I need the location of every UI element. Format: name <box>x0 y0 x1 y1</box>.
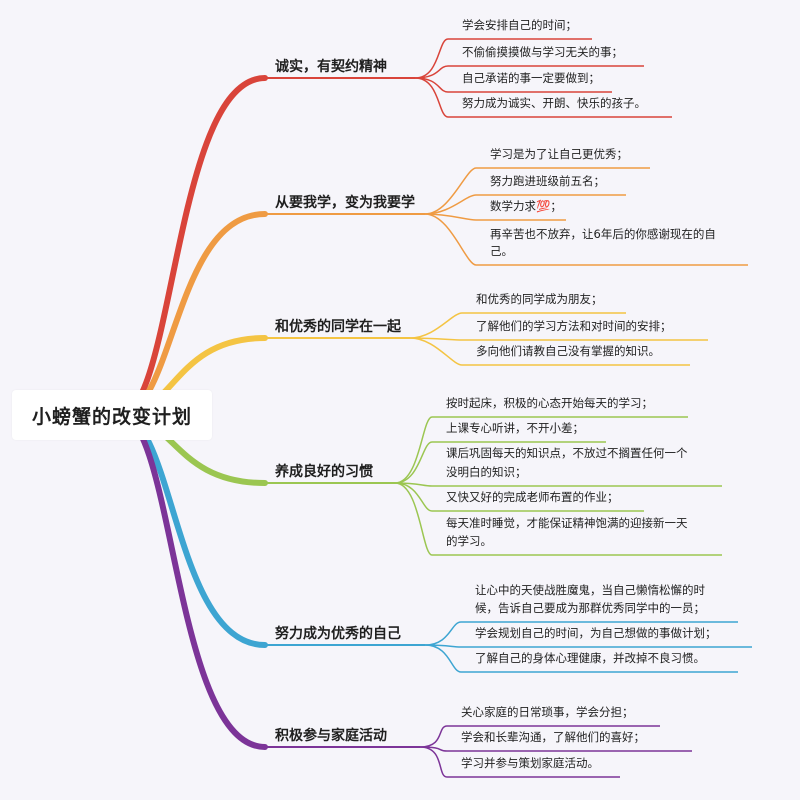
leaf-connector <box>394 416 433 484</box>
leaf-text[interactable]: 了解自己的身体心理健康，并改掉不良习惯。 <box>475 651 705 665</box>
leaf-text[interactable]: 学习是为了让自己更优秀； <box>490 147 628 161</box>
leaf-text[interactable]: 学会安排自己的时间； <box>462 18 577 32</box>
root-title: 小螃蟹的改变计划 <box>31 405 192 428</box>
leaf-text[interactable]: 学习并参与策划家庭活动。 <box>461 756 599 770</box>
leaf-connector <box>424 213 477 221</box>
leaf-connector <box>424 644 462 673</box>
root-node[interactable]: 小螃蟹的改变计划 <box>12 390 212 440</box>
leaf-text[interactable]: 努力跑进班级前五名； <box>490 174 605 188</box>
leaf-connector <box>414 77 449 118</box>
leaf-text[interactable]: 了解他们的学习方法和对时间的安排； <box>476 319 672 333</box>
leaf-connector <box>409 337 463 366</box>
leaf-text[interactable]: 努力成为诚实、开朗、快乐的孩子。 <box>462 96 646 110</box>
leaf-connector <box>419 725 448 748</box>
leaf-text[interactable]: 让心中的天使战胜魔鬼，当自己懒惰松懈的时 <box>475 583 705 597</box>
leaf-text[interactable]: 按时起床，积极的心态开始每天的学习； <box>446 396 653 410</box>
leaf-text[interactable]: 多向他们请教自己没有掌握的知识。 <box>476 344 660 358</box>
leaf-connector <box>414 38 449 79</box>
leaf-text[interactable]: 不偷偷摸摸做与学习无关的事； <box>462 45 623 59</box>
leaf-connector <box>394 482 433 556</box>
leaf-connector <box>424 621 462 646</box>
leaf-text[interactable]: 课后巩固每天的知识点，不放过不搁置任何一个 <box>446 446 688 460</box>
branch-label[interactable]: 从要我学，变为我要学 <box>275 195 415 211</box>
leaf-connector <box>414 77 449 93</box>
leaf-text[interactable]: 和优秀的同学成为朋友； <box>476 292 603 306</box>
branch-connector <box>117 412 268 648</box>
leaf-text[interactable]: 己。 <box>490 244 513 258</box>
branch-label[interactable]: 养成良好的习惯 <box>275 464 373 480</box>
leaf-text[interactable]: 学会和长辈沟通，了解他们的喜好； <box>461 730 645 744</box>
leaf-text[interactable]: 数学力求💯； <box>490 199 562 213</box>
leaf-connector <box>394 441 433 484</box>
leaf-text[interactable]: 又快又好的完成老师布置的作业； <box>446 490 619 504</box>
leaf-text[interactable]: 再辛苦也不放弃，让6年后的你感谢现在的自 <box>490 227 716 241</box>
leaf-text[interactable]: 学会规划自己的时间，为自己想做的事做计划； <box>475 626 717 640</box>
branch-label[interactable]: 努力成为优秀的自己 <box>275 626 401 642</box>
leaf-connector <box>394 482 433 512</box>
leaf-connector <box>419 746 448 778</box>
leaf-connector <box>414 65 449 79</box>
branch-connector <box>117 211 268 418</box>
leaf-text[interactable]: 候，告诉自己要成为那群优秀同学中的一员； <box>475 601 705 615</box>
branch-connector <box>117 412 268 750</box>
branch-label[interactable]: 诚实，有契约精神 <box>275 59 387 75</box>
branch-label[interactable]: 积极参与家庭活动 <box>275 728 387 744</box>
leaf-text[interactable]: 的学习。 <box>446 534 492 548</box>
leaf-text[interactable]: 关心家庭的日常琐事，学会分担； <box>461 705 634 719</box>
leaf-text[interactable]: 没明白的知识； <box>446 465 527 479</box>
leaf-text[interactable]: 自己承诺的事一定要做到； <box>462 71 600 85</box>
leaf-connector <box>409 312 463 339</box>
leaf-connector <box>424 213 477 266</box>
branch-label[interactable]: 和优秀的同学在一起 <box>275 319 401 335</box>
leaf-text[interactable]: 每天准时睡觉，才能保证精神饱满的迎接新一天 <box>446 516 688 530</box>
leaf-text[interactable]: 上课专心听讲，不开小差； <box>446 421 584 435</box>
